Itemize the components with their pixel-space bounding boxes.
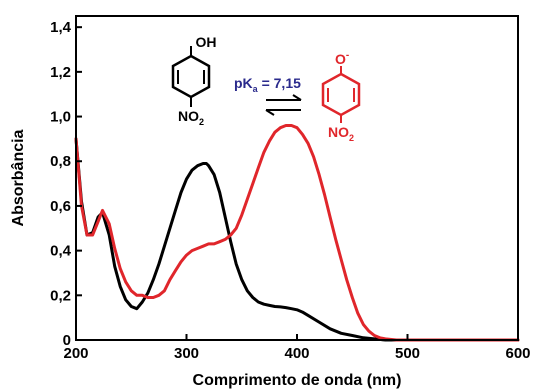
x-tick-label: 200 [63, 345, 88, 362]
pka-prefix: pK [234, 75, 253, 91]
x-tick-label: 600 [505, 345, 530, 362]
y-tick-label: 1,4 [50, 19, 72, 36]
y-tick-label: 1,2 [50, 64, 71, 81]
y-tick-label: 1,0 [50, 109, 71, 126]
y-axis-title: Absorbância [10, 129, 27, 226]
no2-text: NO [178, 108, 199, 124]
p-nitrophenol-structure: OH NO2 [171, 34, 217, 127]
y-tick-label: 0,2 [50, 287, 71, 304]
reverse-arrow-head [265, 109, 275, 116]
pka-label: pKa = 7,15 [234, 75, 301, 94]
no2-subscript: 2 [199, 117, 204, 127]
o-charge: - [346, 50, 349, 61]
pka-subscript: a [253, 84, 259, 94]
no2-label-right: NO2 [328, 124, 354, 143]
y-tick-label: 0,8 [50, 153, 71, 170]
x-tick-label: 500 [395, 345, 420, 362]
no2-subscript: 2 [349, 133, 354, 143]
p-nitrophenolate-structure: O- NO2 [321, 50, 361, 143]
ticks-layer: 200 300 400 500 600 0 0,2 0,4 0,6 0,8 1,0 1,2 1,4 [50, 19, 530, 362]
series-layer [74, 124, 520, 342]
o-text: O [335, 51, 346, 67]
oh-label: OH [196, 34, 217, 50]
no2-text: NO [328, 124, 349, 140]
x-tick-label: 400 [284, 345, 309, 362]
pka-value: = 7,15 [258, 75, 301, 91]
o-minus-label: O- [335, 50, 349, 67]
series-line-phenol [74, 137, 520, 342]
equilibrium-annotation: pKa = 7,15 [234, 75, 302, 116]
y-tick-label: 0,6 [50, 198, 71, 215]
no2-label-left: NO2 [178, 108, 204, 127]
series-line-phenolate [74, 124, 520, 342]
y-tick-label: 0 [63, 332, 71, 349]
x-axis-title: Comprimento de onda (nm) [193, 372, 402, 389]
forward-arrow-head [292, 94, 302, 101]
y-tick-label: 0,4 [50, 243, 72, 260]
plot-frame [75, 15, 519, 341]
x-tick-label: 300 [174, 345, 199, 362]
